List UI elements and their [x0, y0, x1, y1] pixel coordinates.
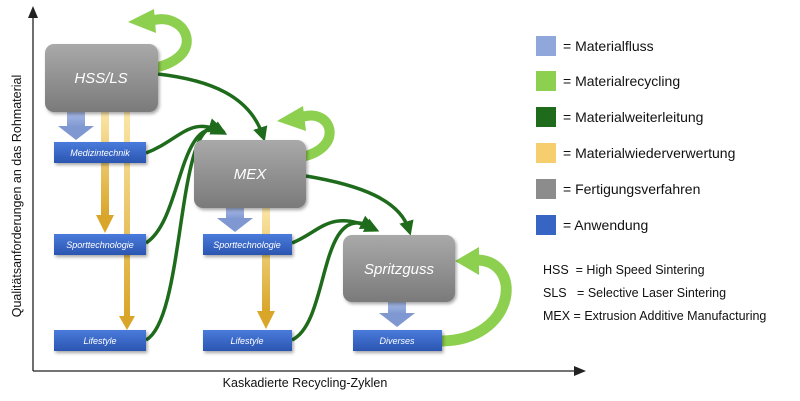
hss-flow-head — [58, 126, 94, 140]
process-spritzguss: Spritzguss — [343, 235, 455, 302]
app-hss-sporttechnologie-label: Sporttechnologie — [66, 240, 134, 250]
app-diverses-label: Diverses — [379, 336, 415, 346]
legend-swatch-materialweiterleitung — [536, 107, 556, 127]
app-hss-lifestyle-box — [54, 330, 146, 351]
hss-reuse-head-2 — [119, 316, 135, 330]
process-spritzguss-box — [343, 235, 455, 302]
y-axis-arrowhead — [28, 6, 38, 18]
abbreviations: HSS = High Speed Sintering SLS = Selecti… — [543, 263, 766, 323]
process-hss: HSS/LS — [45, 44, 158, 112]
mex-lifestyle-to-spritzguss-arrow — [291, 215, 376, 342]
mex-recycling-loop — [294, 110, 335, 163]
material-flow-arrows — [58, 112, 415, 327]
process-hss-box — [45, 44, 158, 112]
process-mex: MEX — [194, 140, 306, 208]
hss-flow-shaft — [67, 112, 85, 127]
x-axis-label: Kaskadierte Recycling-Zyklen — [223, 376, 388, 390]
abbreviation-sls: SLS = Selective Laser Sintering — [543, 286, 726, 300]
app-diverses-box — [353, 330, 442, 351]
app-mex-sporttechnologie-label: Sporttechnologie — [213, 240, 281, 250]
legend-label-anwendung: = Anwendung — [563, 217, 648, 233]
hss-reuse-shaft-1 — [101, 112, 109, 216]
recycling-loops — [128, 9, 512, 347]
legend-swatch-anwendung — [536, 215, 556, 235]
hss-to-mex-arrow — [157, 72, 268, 142]
mex-flow-head — [217, 218, 253, 232]
app-hss-sporttechnologie-box — [54, 234, 146, 255]
hss-lifestyle-to-mex-arrow — [144, 118, 224, 342]
legend-label-fertigungsverfahren: = Fertigungsverfahren — [563, 181, 700, 197]
process-spritzguss-label: Spritzguss — [364, 261, 435, 278]
app-medizintechnik-box — [54, 142, 146, 163]
hss-recycling-loop-head — [128, 9, 156, 33]
app-medizintechnik-label: Medizintechnik — [70, 148, 130, 158]
applications: Medizintechnik Sporttechnologie Lifestyl… — [54, 142, 442, 351]
legend-label-materialwiederverwertung: = Materialwiederverwertung — [563, 145, 735, 161]
app-hss-lifestyle-label: Lifestyle — [83, 336, 116, 346]
hss-reuse-shaft-2 — [124, 112, 130, 317]
reuse-arrows — [96, 112, 275, 330]
mex-to-spritzguss-arrow — [305, 174, 414, 236]
mex-recycling-loop-head — [277, 106, 306, 131]
legend-swatch-materialfluss — [536, 36, 556, 56]
legend-label-materialrecycling: = Materialrecycling — [563, 73, 680, 89]
spritzguss-recycling-loop-head — [455, 247, 479, 275]
spritzguss-flow-head — [379, 313, 415, 327]
forwarding-arrows — [144, 72, 414, 342]
hss-reuse-head-1 — [96, 215, 114, 233]
process-mex-box — [194, 140, 306, 208]
mex-reuse-head — [257, 311, 275, 329]
legend: = Materialfluss = Materialrecycling = Ma… — [536, 36, 735, 235]
axes: Qualitätsanforderungen an das Rohmateria… — [10, 6, 586, 390]
legend-label-materialweiterleitung: = Materialweiterleitung — [563, 109, 703, 125]
hss-recycling-loop — [139, 14, 192, 75]
process-mex-label: MEX — [234, 166, 268, 183]
legend-label-materialfluss: = Materialfluss — [563, 38, 654, 54]
legend-swatch-materialwiederverwertung — [536, 143, 556, 163]
abbreviation-hss: HSS = High Speed Sintering — [543, 263, 705, 277]
x-axis-arrowhead — [574, 366, 586, 376]
legend-swatch-fertigungsverfahren — [536, 179, 556, 199]
abbreviation-mex: MEX = Extrusion Additive Manufacturing — [543, 309, 766, 323]
y-axis-label: Qualitätsanforderungen an das Rohmateria… — [10, 75, 24, 318]
mex-flow-shaft — [226, 208, 244, 219]
legend-swatch-materialrecycling — [536, 71, 556, 91]
app-mex-lifestyle-label: Lifestyle — [230, 336, 263, 346]
app-mex-lifestyle-box — [203, 330, 292, 351]
mex-reuse-shaft — [262, 208, 270, 312]
spritzguss-flow-shaft — [388, 302, 406, 314]
app-mex-sporttechnologie-box — [203, 234, 292, 255]
process-hss-label: HSS/LS — [74, 70, 127, 87]
spritzguss-recycling-loop — [441, 254, 512, 347]
